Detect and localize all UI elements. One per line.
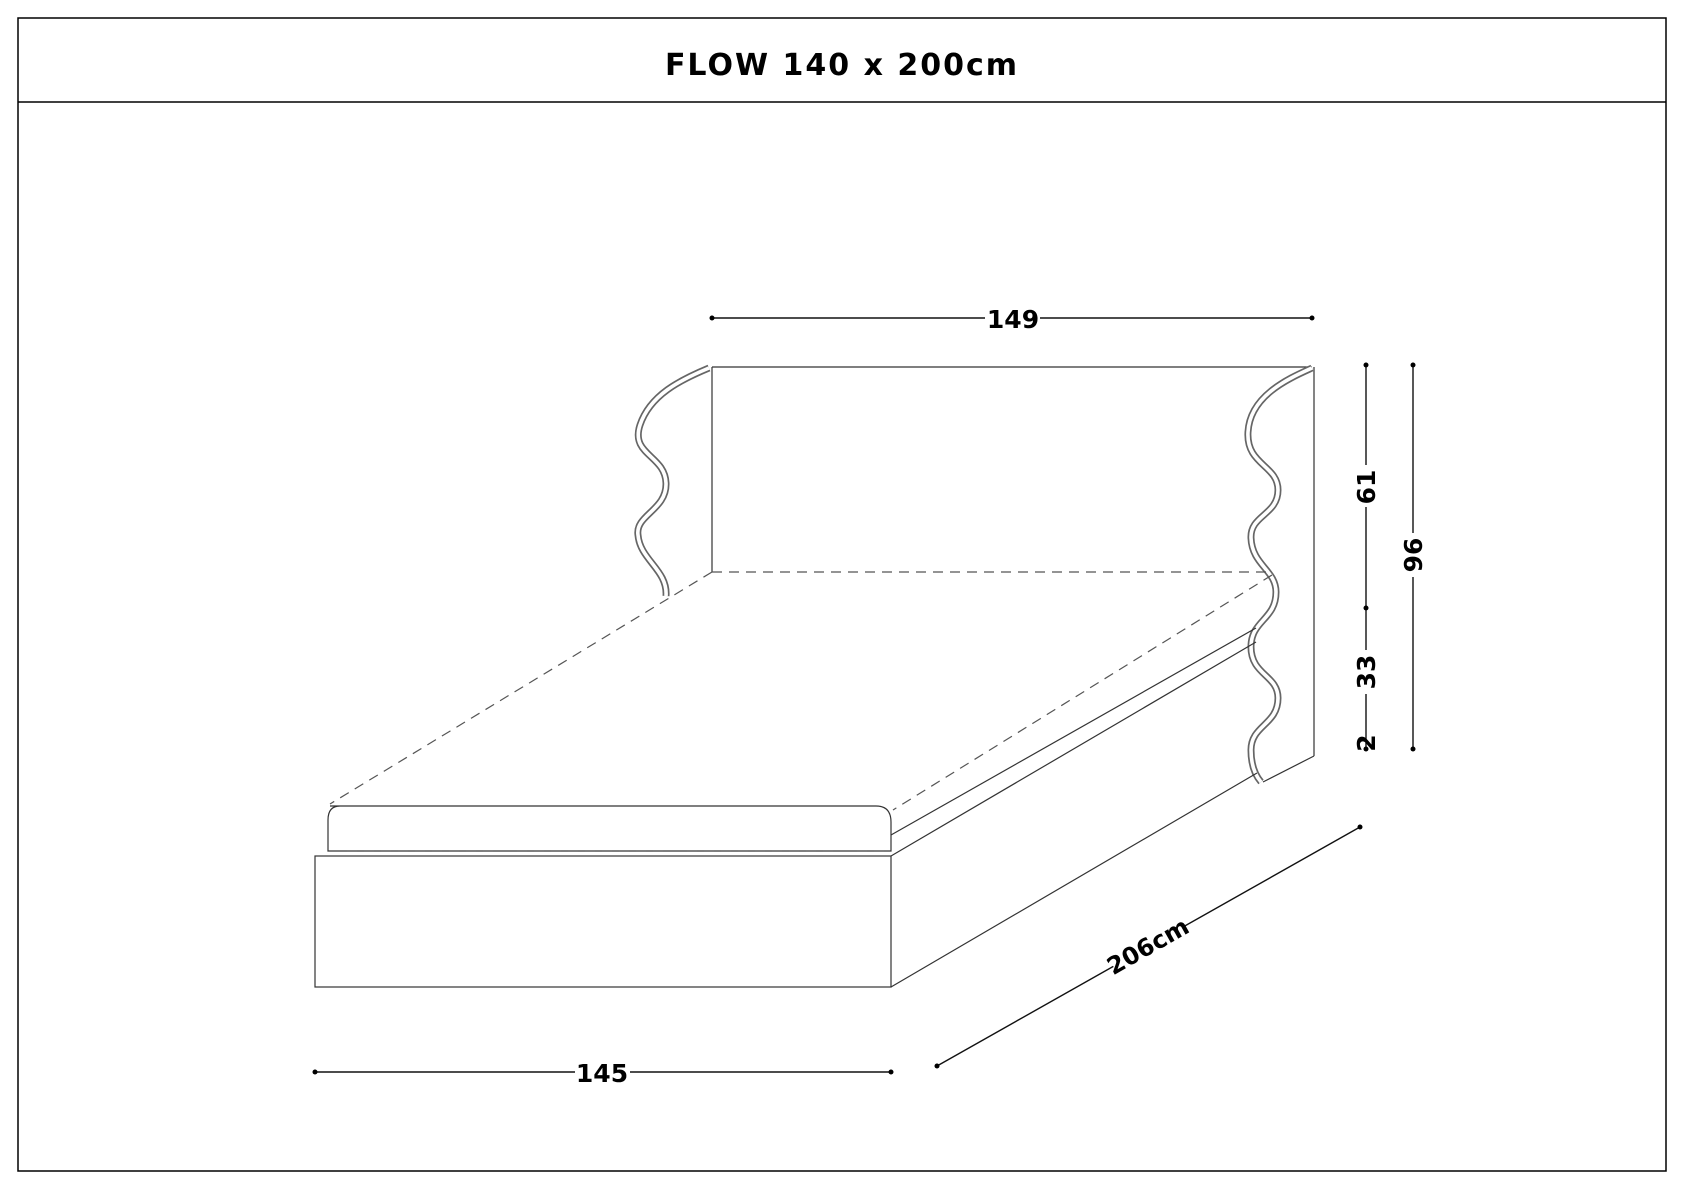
svg-text:96: 96 bbox=[1399, 538, 1428, 573]
dimension-height-breakdown: 61 33 2 bbox=[1352, 362, 1381, 752]
svg-text:33: 33 bbox=[1352, 655, 1381, 690]
svg-text:149: 149 bbox=[987, 305, 1039, 334]
svg-text:61: 61 bbox=[1352, 470, 1381, 505]
bed-base bbox=[314, 641, 1258, 988]
svg-text:145: 145 bbox=[576, 1059, 628, 1088]
frame-border bbox=[17, 17, 1667, 1172]
dimension-total-length: 206cm bbox=[934, 824, 1363, 1069]
headboard bbox=[711, 366, 1315, 783]
mattress bbox=[327, 571, 1273, 852]
svg-text:2: 2 bbox=[1352, 734, 1381, 751]
dimension-total-height: 96 bbox=[1399, 362, 1428, 752]
left-wave-side bbox=[634, 364, 711, 597]
dimension-total-width: 145 bbox=[312, 1059, 894, 1088]
right-wave-side bbox=[1244, 364, 1314, 785]
drawing-title: FLOW 140 x 200cm bbox=[665, 48, 1019, 83]
dimension-headboard-width: 149 bbox=[709, 305, 1315, 334]
